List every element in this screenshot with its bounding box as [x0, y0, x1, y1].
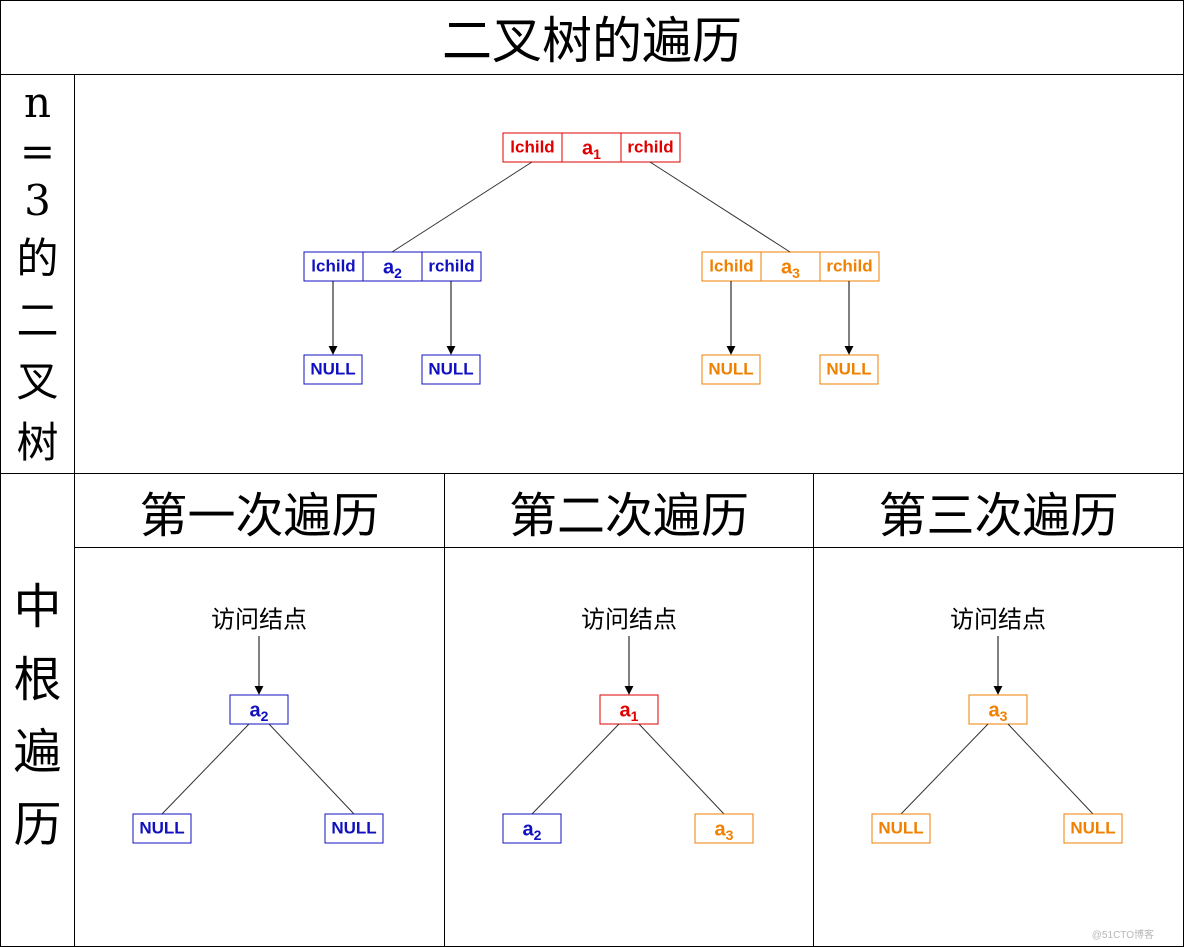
root-to-left-edge — [391, 161, 533, 253]
left-node-lchild-label: lchild — [311, 256, 355, 275]
side-char: = — [19, 127, 56, 177]
pass-3-right-null-box — [1063, 813, 1123, 844]
pass-3-right-edge — [1007, 723, 1094, 815]
side-label-bottom: 中 根 遍 历 — [1, 566, 74, 856]
right-node-rchild-label: rchild — [826, 256, 872, 275]
side-label-top: n = 3 的 二 叉 树 — [1, 78, 74, 470]
pass-3-left-edge — [900, 723, 989, 815]
pass-1-right-edge — [268, 723, 355, 815]
side-char: 根 — [13, 651, 62, 708]
left-rchild-null-label: NULL — [428, 359, 473, 378]
right-node-lchild-cell — [701, 251, 762, 282]
pass-heading-3: 第三次遍历 — [878, 487, 1119, 544]
pass-3-current-box — [968, 694, 1028, 725]
pass-1-right-null-box — [324, 813, 384, 844]
pass-1-current-box — [229, 694, 289, 725]
side-char: 叉 — [16, 356, 59, 406]
pass-1-visit-label: 访问结点 — [211, 606, 307, 634]
pass-2-visit-label: 访问结点 — [581, 606, 677, 634]
side-char: 二 — [16, 295, 59, 345]
left-lchild-null-box — [303, 354, 363, 385]
pass-2-left-edge — [531, 723, 620, 815]
section-divider — [0, 473, 1184, 474]
watermark: @51CTO博客 — [1091, 930, 1154, 941]
border-top — [0, 0, 1184, 1]
pass-divider-2 — [813, 473, 814, 947]
pass-1-right-null-label: NULL — [331, 818, 376, 837]
pass-1-left-edge — [161, 723, 250, 815]
pass-2-right-edge — [638, 723, 725, 815]
left-rchild-null-box — [421, 354, 481, 385]
left-node-rchild-cell — [421, 251, 482, 282]
root-node-lchild-cell — [502, 132, 563, 163]
right-lchild-null-label: NULL — [708, 359, 753, 378]
pass-2-right-child-box — [694, 813, 754, 844]
right-lchild-null-box — [701, 354, 761, 385]
pass-2-current-box — [599, 694, 659, 725]
left-node-lchild-cell — [303, 251, 364, 282]
left-node-rchild-label: rchild — [428, 256, 474, 275]
right-node-data-cell — [760, 251, 821, 282]
pass-heading-2: 第二次遍历 — [508, 487, 749, 544]
side-char: n — [23, 78, 52, 128]
right-node-lchild-label: lchild — [709, 256, 753, 275]
left-lchild-null-label: NULL — [310, 359, 355, 378]
pass-heading-1: 第一次遍历 — [139, 487, 380, 544]
side-char: 树 — [16, 417, 59, 467]
pass-1-left-null-box — [132, 813, 192, 844]
side-char: 3 — [24, 176, 51, 226]
pass-3-left-null-box — [871, 813, 931, 844]
side-char: 历 — [13, 796, 62, 853]
title-divider — [0, 74, 1184, 75]
side-char: 中 — [13, 579, 62, 636]
side-column-divider — [74, 74, 75, 947]
pass-divider-1 — [444, 473, 445, 947]
pass-2-left-child-box — [502, 813, 562, 844]
pass-1-left-null-label: NULL — [139, 818, 184, 837]
pass-3-left-null-label: NULL — [878, 818, 923, 837]
side-char: 遍 — [13, 724, 62, 781]
root-node-rchild-label: rchild — [627, 137, 673, 156]
pass-3-visit-label: 访问结点 — [950, 606, 1046, 634]
page-title: 二叉树的遍历 — [442, 12, 742, 70]
root-node-rchild-cell — [620, 132, 681, 163]
right-rchild-null-label: NULL — [826, 359, 871, 378]
right-rchild-null-box — [819, 354, 879, 385]
subhead-divider — [74, 547, 1184, 548]
right-node-rchild-cell — [819, 251, 880, 282]
side-char: 的 — [16, 234, 59, 284]
root-node-lchild-label: lchild — [510, 137, 554, 156]
pass-3-right-null-label: NULL — [1070, 818, 1115, 837]
root-to-right-edge — [649, 161, 791, 253]
